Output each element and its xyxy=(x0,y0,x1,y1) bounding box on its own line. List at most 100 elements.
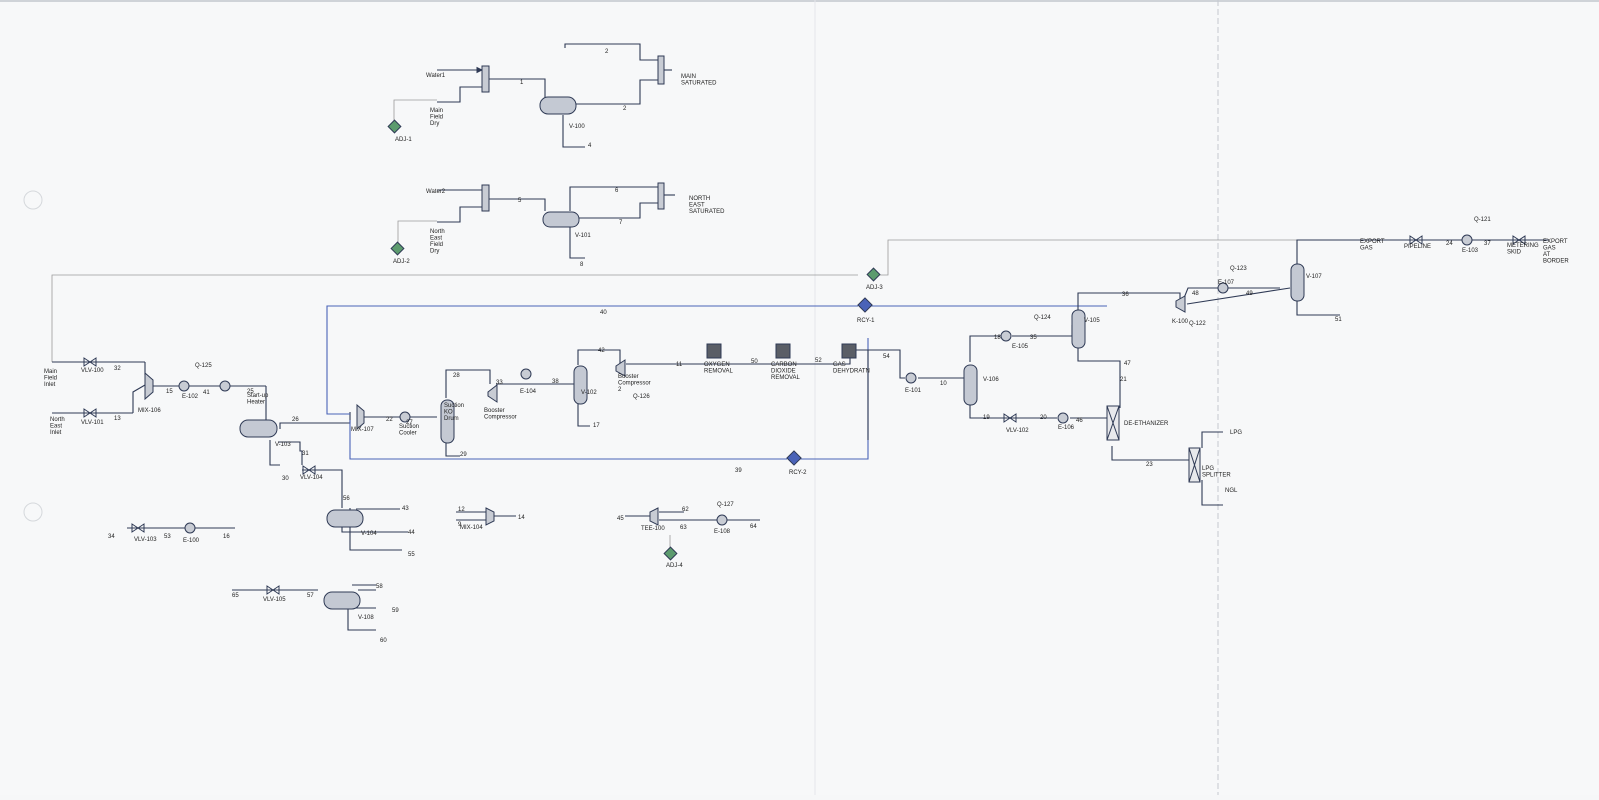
adj-2-icon[interactable] xyxy=(390,241,405,256)
valve-vlv-102[interactable] xyxy=(1003,413,1017,423)
equipment-label: K-100 xyxy=(1172,319,1189,325)
text-label: SATURATED xyxy=(681,81,717,87)
mixer-mix-107[interactable] xyxy=(356,403,365,431)
streams-label: 59 xyxy=(392,608,399,614)
cooler-e-108[interactable] xyxy=(716,514,728,526)
saturator-2-lines xyxy=(397,186,675,259)
rcy-2-icon[interactable] xyxy=(786,450,802,466)
equipment-label: DE-ETHANIZER xyxy=(1124,421,1169,427)
text-label: BORDER xyxy=(1543,259,1569,265)
vessel-v-106[interactable] xyxy=(963,364,978,406)
vessel-v-104[interactable] xyxy=(326,509,364,528)
valve-vlv-101[interactable] xyxy=(83,408,97,418)
vessel-v-107[interactable] xyxy=(1290,263,1305,302)
streams-label: 22 xyxy=(386,417,393,423)
tee-tee-100[interactable] xyxy=(649,507,659,526)
text-label: GAS xyxy=(1360,246,1373,252)
equipment-label: V-103 xyxy=(275,442,291,448)
text-label: GAS xyxy=(1543,246,1556,252)
text-label: Main xyxy=(44,369,57,375)
compressor-booster[interactable] xyxy=(487,383,498,403)
equipment-label: V-104 xyxy=(361,531,377,537)
splitter-oxygen[interactable] xyxy=(706,343,722,359)
valve-vlv-105[interactable] xyxy=(266,585,280,595)
equipment-label: E-100 xyxy=(183,538,200,544)
streams-label: 16 xyxy=(223,534,230,540)
cooler-e-107[interactable] xyxy=(1217,282,1229,294)
cooler-e-105[interactable] xyxy=(1000,330,1012,342)
text-label: Field xyxy=(44,376,57,382)
streams-label: 11 xyxy=(676,362,683,368)
equipment-label: KO xyxy=(444,410,453,416)
cooler-e-101[interactable] xyxy=(905,372,917,384)
equipment-label: Suction xyxy=(399,424,419,430)
splitter-dehydration[interactable] xyxy=(841,343,857,359)
streams-label: 54 xyxy=(883,354,890,360)
streams-label: 24 xyxy=(1446,241,1453,247)
saturator-1-lines xyxy=(393,43,672,148)
equipment-label: VLV-105 xyxy=(263,597,286,603)
vessel-v-103[interactable] xyxy=(239,419,278,438)
streams-label: 15 xyxy=(166,389,173,395)
valve-vlv-103[interactable] xyxy=(131,523,145,533)
mixer-1 xyxy=(481,65,490,93)
streams-label: 50 xyxy=(751,359,758,365)
equipment-label: ADJ-4 xyxy=(666,563,683,569)
text-label: East xyxy=(430,236,442,242)
equipment-label: V-102 xyxy=(581,390,597,396)
cooler-suction[interactable] xyxy=(399,411,411,423)
streams-label: 18 xyxy=(994,335,1001,341)
streams-label: 63 xyxy=(680,525,687,531)
adj-1-icon[interactable] xyxy=(387,119,402,134)
vessel-v-102[interactable] xyxy=(573,365,588,405)
streams-label: 32 xyxy=(114,366,121,372)
equipment-label: E-108 xyxy=(714,529,731,535)
valve-vlv-100[interactable] xyxy=(83,357,97,367)
valve-pipeline[interactable] xyxy=(1409,235,1423,245)
equipment-label: 2 xyxy=(618,387,622,393)
streams-label: 14 xyxy=(518,515,525,521)
text-label: Dry xyxy=(430,249,439,255)
vessel-v-105[interactable] xyxy=(1071,309,1086,349)
text-label: AT xyxy=(1543,252,1551,258)
vessel-suction-ko-drum[interactable] xyxy=(440,399,455,444)
equipment-label: VLV-101 xyxy=(81,420,104,426)
vessel-v-108[interactable] xyxy=(323,591,361,610)
heater-e-106[interactable] xyxy=(1057,412,1069,424)
valve-metering[interactable] xyxy=(1512,235,1526,245)
text-label: NORTH xyxy=(689,196,710,202)
compressor-k-100[interactable] xyxy=(1175,295,1186,313)
equipment-label: RCY-1 xyxy=(857,318,875,324)
cooler-e-103[interactable] xyxy=(1461,234,1473,246)
adj-3-icon[interactable] xyxy=(866,267,881,282)
mixer-4 xyxy=(657,182,665,210)
cooler-e-104[interactable] xyxy=(520,368,532,380)
heater-startup[interactable] xyxy=(219,380,231,392)
splitter-co2[interactable] xyxy=(775,343,791,359)
text-label: Main xyxy=(430,108,443,114)
adj-4-icon[interactable] xyxy=(663,546,678,561)
mixer-mix-106[interactable] xyxy=(144,371,154,401)
cooler-e-100[interactable] xyxy=(184,522,196,534)
text-label: CARBON xyxy=(771,362,797,368)
streams-label: 44 xyxy=(408,530,415,536)
streams-label: 23 xyxy=(1146,462,1153,468)
streams-label: 2 xyxy=(605,49,609,55)
streams-label: 48 xyxy=(1192,291,1199,297)
text-label: EXPORT xyxy=(1360,239,1385,245)
equipment-label: E-105 xyxy=(1012,344,1029,350)
equipment-label: V-101 xyxy=(575,233,591,239)
text-label: Inlet xyxy=(44,382,56,388)
streams-label: 56 xyxy=(343,496,350,502)
heater-e-102[interactable] xyxy=(178,380,190,392)
streams-label: 4 xyxy=(588,143,592,149)
streams-label: 46 xyxy=(1076,418,1083,424)
mixer-mix-104[interactable] xyxy=(485,507,495,526)
equipment-label: MIX-106 xyxy=(138,408,161,414)
text-label: DEHYDRATN xyxy=(833,369,870,375)
rcy-1-icon[interactable] xyxy=(857,297,873,313)
compressor-booster-2[interactable] xyxy=(615,359,626,377)
equipment-label: VLV-102 xyxy=(1006,428,1029,434)
valve-vlv-104[interactable] xyxy=(302,465,316,475)
